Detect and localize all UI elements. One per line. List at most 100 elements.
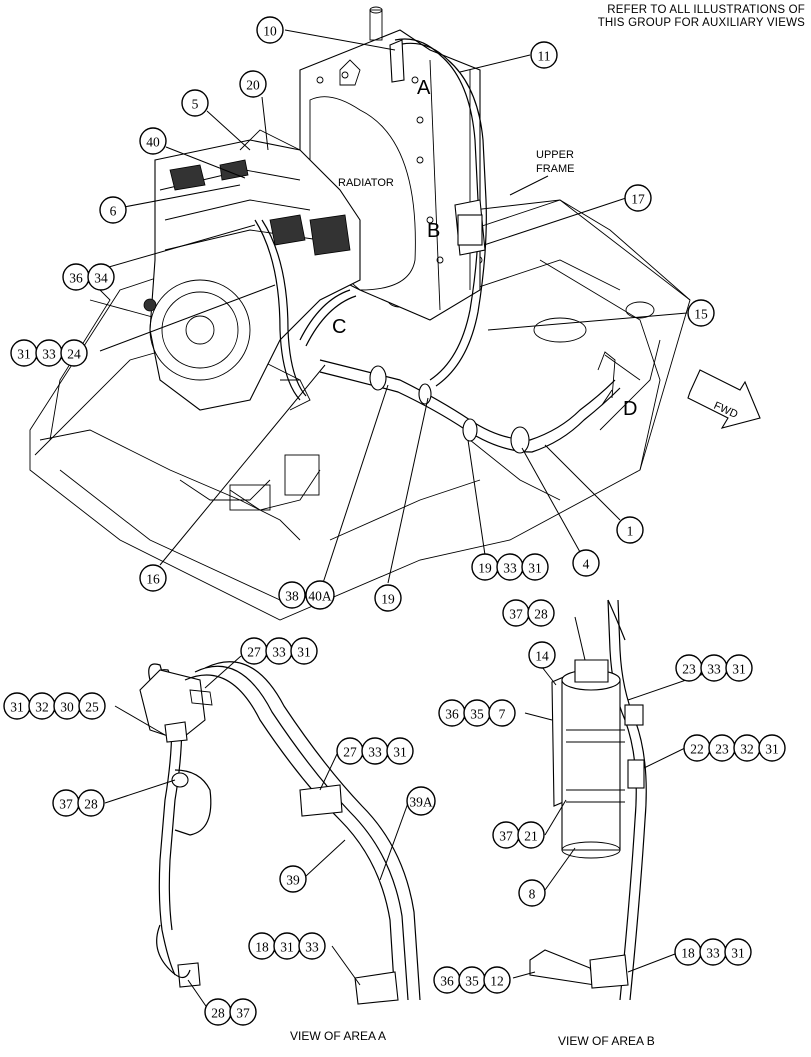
callout-bubble — [687, 299, 715, 327]
callout-number: 17 — [631, 192, 645, 207]
auxiliary-views-note: REFER TO ALL ILLUSTRATIONS OF THIS GROUP… — [598, 4, 805, 30]
callout-number: 31 — [528, 561, 542, 576]
callout-a-31-32-30-25: 31 32 30 25 — [3, 692, 106, 720]
callout-bubble — [256, 16, 284, 44]
area-letter-a: A — [417, 77, 431, 99]
callout-bubble — [60, 339, 88, 367]
callout-b-22-23-32-31: 22 23 32 31 — [683, 734, 786, 762]
callout-number: 4 — [583, 557, 590, 572]
callout-number: 19 — [478, 561, 492, 576]
callout-bubble — [488, 699, 516, 727]
callout-number: 40A — [308, 589, 332, 604]
callout-number: 27 — [247, 645, 261, 660]
upper-frame-label-1: UPPER — [536, 149, 574, 161]
callout-number: 36 — [69, 271, 83, 286]
callout-a-28-37: 28 37 — [204, 998, 257, 1026]
callout-b-8: 8 — [518, 879, 546, 907]
callout-bubble — [386, 737, 414, 765]
fwd-arrow: FWD — [687, 369, 761, 429]
callout-c6: 6 — [99, 196, 127, 224]
callout-bubble — [528, 641, 556, 669]
callout-bubble — [77, 789, 105, 817]
callout-number: 18 — [681, 946, 695, 961]
callout-bubble — [181, 89, 209, 117]
callout-number: 39 — [286, 873, 300, 888]
callout-number: 16 — [146, 572, 160, 587]
callout-bubble — [530, 41, 558, 69]
callout-c19: 19 — [374, 584, 402, 612]
callout-number: 38 — [285, 589, 299, 604]
callout-number: 39A — [409, 795, 433, 810]
note-line-2: THIS GROUP FOR AUXILIARY VIEWS — [597, 17, 805, 29]
callout-number: 28 — [84, 797, 98, 812]
callout-bubble — [758, 734, 786, 762]
callout-bubble — [298, 932, 326, 960]
callout-number: 8 — [529, 887, 536, 902]
callout-number: 37 — [236, 1006, 250, 1021]
note-line-1: REFER TO ALL ILLUSTRATIONS OF — [607, 4, 805, 16]
callout-number: 19 — [381, 592, 395, 607]
caption-view-area-b: VIEW OF AREA B — [558, 1034, 655, 1048]
area-letter-d: D — [623, 398, 637, 420]
callout-number: 33 — [42, 347, 56, 362]
callout-number: 32 — [35, 700, 49, 715]
callout-number: 31 — [297, 645, 311, 660]
callout-bubble — [139, 127, 167, 155]
callout-bubble — [517, 821, 545, 849]
callout-bubble — [624, 184, 652, 212]
callout-number: 21 — [524, 829, 538, 844]
callout-b-14: 14 — [528, 641, 556, 669]
callout-bubble — [290, 637, 318, 665]
callout-number: 23 — [682, 662, 696, 677]
callout-number: 22 — [690, 742, 704, 757]
view-area-a — [139, 661, 421, 1005]
callout-bubble — [725, 654, 753, 682]
callout-bubble — [521, 553, 549, 581]
area-letter-c: C — [332, 316, 346, 338]
callout-number: 31 — [10, 700, 24, 715]
callout-c11: 11 — [530, 41, 558, 69]
callout-number: 30 — [60, 700, 74, 715]
callout-c20: 20 — [239, 70, 267, 98]
callout-number: 20 — [246, 78, 260, 93]
callout-number: 10 — [263, 24, 277, 39]
callout-number: 25 — [85, 700, 99, 715]
callout-number: 36 — [440, 974, 454, 989]
callout-number: 31 — [280, 940, 294, 955]
callout-number: 33 — [272, 645, 286, 660]
callout-number: 28 — [211, 1006, 225, 1021]
callout-number: 31 — [17, 347, 31, 362]
callout-bubble — [87, 263, 115, 291]
callout-number: 35 — [465, 974, 479, 989]
callout-number: 34 — [94, 271, 108, 286]
callout-bubble — [616, 516, 644, 544]
callout-c17: 17 — [624, 184, 652, 212]
callout-number: 27 — [343, 745, 357, 760]
callout-bubble — [78, 692, 106, 720]
main-view: FWD RADIATOR UPPER FRAME A B C D — [29, 6, 761, 621]
callout-c5: 5 — [181, 89, 209, 117]
callout-number: 40 — [146, 135, 160, 150]
callout-bubble — [406, 786, 436, 816]
callout-bubble — [374, 584, 402, 612]
callout-number: 32 — [740, 742, 754, 757]
callout-c31-33-24: 31 33 24 — [10, 339, 88, 367]
callout-number: 23 — [715, 742, 729, 757]
callout-bubble — [572, 549, 600, 577]
callout-number: 11 — [538, 49, 551, 64]
callout-bubble — [305, 580, 335, 610]
callout-c40: 40 — [139, 127, 167, 155]
callout-bubble — [239, 70, 267, 98]
callout-number: 24 — [67, 347, 81, 362]
callout-number: 31 — [732, 662, 746, 677]
callout-number: 31 — [765, 742, 779, 757]
callout-c38-40a: 38 40A — [278, 580, 335, 610]
